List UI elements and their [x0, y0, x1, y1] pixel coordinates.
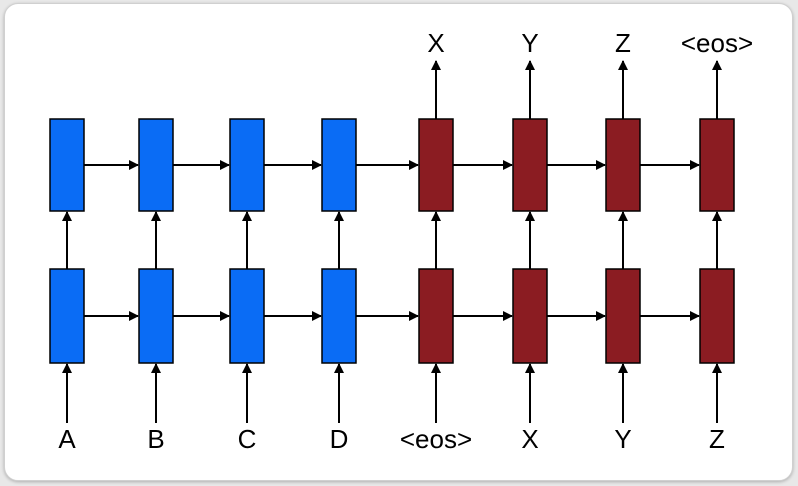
encoder-cell-top-3: [321, 118, 357, 212]
input-label-4: <eos>: [400, 424, 472, 454]
decoder-cell-bottom-5: [512, 268, 548, 364]
output-label-3: <eos>: [681, 28, 753, 58]
arrows-layer: [62, 60, 722, 423]
decoder-cell-top-5: [512, 118, 548, 212]
encoder-cell-bottom-3: [321, 268, 357, 364]
decoder-cell-bottom-7: [699, 268, 735, 364]
input-label-6: Y: [614, 424, 631, 454]
cells-layer: [49, 118, 735, 364]
input-label-1: B: [147, 424, 164, 454]
input-label-3: D: [330, 424, 349, 454]
output-label-1: Y: [521, 28, 538, 58]
decoder-cell-bottom-6: [605, 268, 641, 364]
encoder-cell-bottom-1: [138, 268, 174, 364]
decoder-cell-bottom-4: [418, 268, 454, 364]
input-label-7: Z: [709, 424, 725, 454]
decoder-cell-top-7: [699, 118, 735, 212]
output-label-0: X: [427, 28, 444, 58]
encoder-cell-top-0: [49, 118, 85, 212]
input-label-2: C: [238, 424, 257, 454]
decoder-cell-top-4: [418, 118, 454, 212]
encoder-cell-top-1: [138, 118, 174, 212]
encoder-cell-top-2: [229, 118, 265, 212]
encoder-cell-bottom-0: [49, 268, 85, 364]
input-label-0: A: [58, 424, 76, 454]
output-label-2: Z: [615, 28, 631, 58]
input-label-5: X: [521, 424, 538, 454]
diagram-card: A B C D <eos> X X Y Y Z Z <eos>: [4, 3, 793, 481]
labels-layer: A B C D <eos> X X Y Y Z Z <eos>: [58, 28, 753, 454]
decoder-cell-top-6: [605, 118, 641, 212]
seq2seq-diagram: A B C D <eos> X X Y Y Z Z <eos>: [49, 28, 753, 454]
encoder-cell-bottom-2: [229, 268, 265, 364]
